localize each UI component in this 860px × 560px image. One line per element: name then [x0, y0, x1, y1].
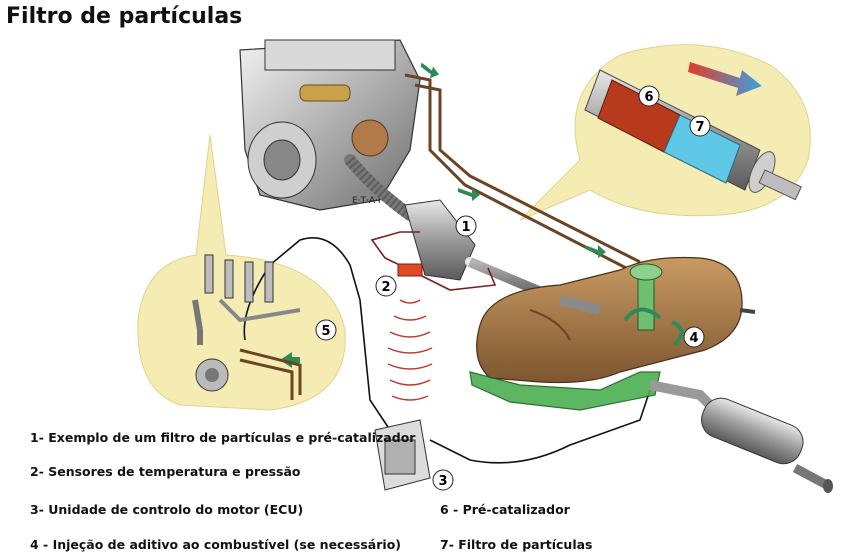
ecu-unit: [374, 419, 431, 491]
marker-6-label: 6: [644, 90, 653, 105]
injector-callout-bubble: [137, 134, 346, 411]
flow-arrow-pump: [280, 352, 300, 368]
flow-arrows: [280, 62, 606, 368]
marker-1-label: 1: [461, 220, 470, 235]
filter-cutaway: [584, 62, 802, 201]
fuel-tank: [476, 256, 756, 384]
flow-arrow-mid: [458, 188, 480, 201]
temperature-pressure-sensor: [397, 263, 423, 277]
marker-7-label: 7: [695, 120, 704, 135]
legend-item-2: 2- Sensores de temperatura e pressão: [30, 464, 301, 479]
marker-4-label: 4: [689, 331, 698, 346]
marker-4: 4: [683, 326, 705, 348]
flow-arrow-engine: [420, 62, 440, 79]
marker-2-label: 2: [381, 280, 390, 295]
particle-filter-section: [663, 114, 741, 184]
flow-arrow-tank: [585, 245, 606, 258]
legend-item-3: 3- Unidade de controlo do motor (ECU): [30, 502, 304, 517]
legend-item-7: 7- Filtro de partículas: [440, 537, 593, 552]
injector-rail: [192, 254, 302, 400]
exhaust-tailpipe: [558, 295, 833, 493]
marker-5: 5: [315, 319, 337, 341]
legend-item-4: 4 - Injeção de aditivo ao combustível (s…: [30, 537, 401, 552]
additive-pump-module: [623, 263, 684, 347]
marker-2: 2: [375, 275, 397, 297]
flex-exhaust-pipe: [344, 154, 416, 221]
marker-7: 7: [689, 115, 711, 137]
particle-filter-unit: [404, 199, 565, 305]
sensor-signal-waves: [387, 299, 433, 401]
engine-stamp: E·T·A·I: [352, 196, 381, 206]
legend-item-6: 6 - Pré-catalizador: [440, 502, 570, 517]
page-title: Filtro de partículas: [6, 4, 243, 29]
heat-flow-arrow: [688, 62, 762, 96]
legend-item-1: 1- Exemplo de um filtro de partículas e …: [30, 430, 416, 445]
marker-6: 6: [638, 85, 660, 107]
engine-block: E·T·A·I: [239, 39, 421, 211]
rear-muffler: [701, 397, 804, 465]
fuel-lines: [404, 73, 641, 272]
marker-5-label: 5: [321, 324, 330, 339]
marker-3-label: 3: [438, 474, 447, 489]
marker-3: 3: [432, 469, 454, 491]
marker-1: 1: [455, 215, 477, 237]
number-markers: 1 2 3 4 5 6 7: [315, 85, 711, 491]
